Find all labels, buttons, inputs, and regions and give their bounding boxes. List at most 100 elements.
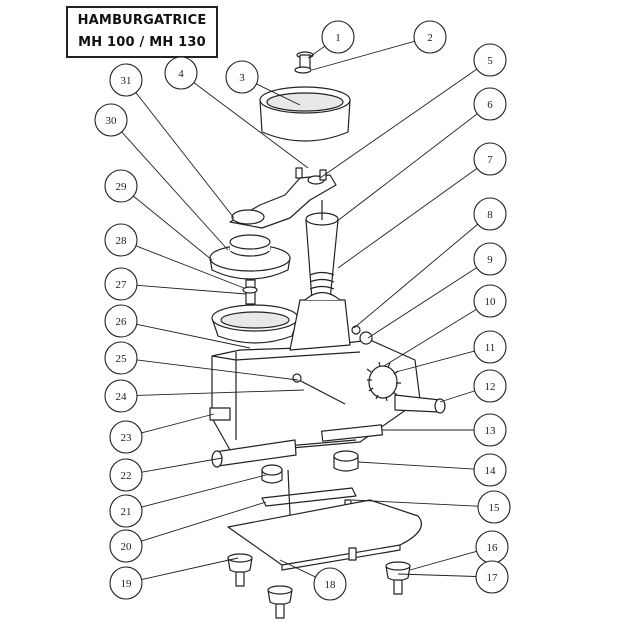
callout-circle: [109, 458, 143, 492]
leader-line: [351, 499, 479, 507]
callout-circle: [321, 20, 355, 54]
callout-number: 6: [487, 99, 493, 111]
callout-number: 13: [485, 425, 497, 437]
callout-circle: [104, 267, 138, 301]
callout-circle: [104, 341, 138, 375]
callout-number: 18: [325, 579, 337, 591]
leader-line: [133, 195, 213, 261]
callout-7: 7: [473, 142, 507, 176]
callout-number: 22: [121, 470, 132, 482]
leader-lines: [121, 40, 479, 580]
callout-circle: [104, 379, 138, 413]
leader-line: [135, 245, 245, 289]
leader-line: [279, 559, 316, 578]
callout-20: 20: [109, 529, 143, 563]
callout-circle: [109, 494, 143, 528]
leader-line: [141, 474, 267, 508]
base-plate-part: [227, 499, 422, 571]
leader-line: [353, 223, 479, 329]
callout-9: 9: [473, 242, 507, 276]
parts-drawing: [209, 51, 446, 619]
callout-number: 15: [489, 502, 501, 514]
callout-number: 28: [116, 235, 128, 247]
callout-number: 29: [116, 181, 128, 193]
callout-circle: [109, 529, 143, 563]
callout-number: 19: [121, 578, 133, 590]
callout-number: 8: [487, 209, 493, 221]
callout-circle: [413, 20, 447, 54]
callout-circle: [475, 560, 509, 594]
screw-part: [294, 51, 314, 74]
callout-circle: [473, 43, 507, 77]
callout-number: 4: [178, 68, 184, 80]
callout-circle: [473, 330, 507, 364]
callout-number: 3: [239, 72, 245, 84]
callout-14: 14: [473, 453, 507, 487]
callout-11: 11: [473, 330, 507, 364]
callout-number: 25: [116, 353, 128, 365]
callout-circle: [473, 453, 507, 487]
callout-number: 9: [487, 254, 493, 266]
callout-circle: [473, 369, 507, 403]
callout-circle: [473, 284, 507, 318]
leader-line: [135, 92, 235, 219]
leader-line: [307, 45, 326, 59]
callout-circle: [109, 63, 143, 97]
cup-part: [259, 86, 351, 142]
callout-number: 1: [335, 32, 341, 44]
leader-line: [397, 573, 477, 577]
callout-number: 14: [485, 465, 497, 477]
callout-6: 6: [473, 87, 507, 121]
mould-part: [211, 304, 299, 344]
leader-line: [395, 350, 475, 373]
callout-29: 29: [104, 169, 138, 203]
callout-number: 31: [121, 75, 132, 87]
leader-line: [383, 308, 477, 367]
callout-4: 4: [164, 56, 198, 90]
leader-line: [439, 390, 475, 403]
leader-line: [141, 501, 267, 542]
callout-number: 12: [485, 381, 496, 393]
callout-number: 11: [485, 342, 496, 354]
callout-number: 27: [116, 279, 128, 291]
callout-23: 23: [109, 420, 143, 454]
title-box: HAMBURGATRICE MH 100 / MH 130: [66, 6, 218, 58]
callout-12: 12: [473, 369, 507, 403]
callout-28: 28: [104, 223, 138, 257]
callout-number: 30: [106, 115, 118, 127]
bushing-part: [333, 450, 359, 472]
callout-3: 3: [225, 60, 259, 94]
callout-circle: [164, 56, 198, 90]
callout-30: 30: [94, 103, 128, 137]
callout-circle: [477, 490, 511, 524]
callout-circle: [225, 60, 259, 94]
callout-25: 25: [104, 341, 138, 375]
callout-21: 21: [109, 494, 143, 528]
leader-line: [256, 83, 301, 106]
callout-number: 24: [116, 391, 128, 403]
leader-line: [319, 68, 478, 179]
leader-line: [136, 323, 251, 349]
callout-circle: [109, 566, 143, 600]
leader-line: [311, 40, 415, 71]
rod-part: [321, 424, 383, 442]
callout-15: 15: [477, 490, 511, 524]
leader-line: [141, 557, 239, 580]
callout-circle: [473, 87, 507, 121]
callout-24: 24: [104, 379, 138, 413]
callout-1: 1: [321, 20, 355, 54]
callout-16: 16: [475, 530, 509, 564]
title-line-2: MH 100 / MH 130: [78, 35, 206, 50]
callout-circle: [109, 420, 143, 454]
leader-line: [409, 550, 477, 571]
shaft-part: [242, 279, 258, 305]
callout-5: 5: [473, 43, 507, 77]
leader-line: [136, 284, 247, 295]
callout-number: 17: [487, 572, 499, 584]
callout-22: 22: [109, 458, 143, 492]
callout-31: 31: [109, 63, 143, 97]
nut-part: [261, 464, 283, 484]
leader-line: [357, 461, 475, 470]
